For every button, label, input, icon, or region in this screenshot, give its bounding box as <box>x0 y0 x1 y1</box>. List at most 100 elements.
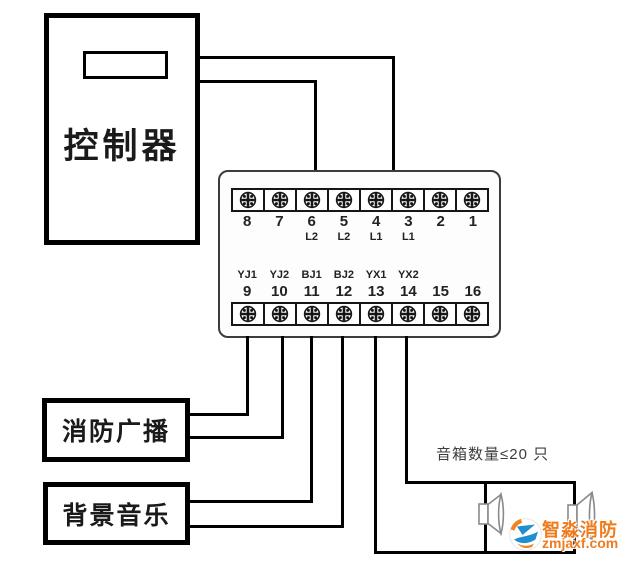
screw-icon <box>271 191 289 209</box>
wire-controller-l1-h <box>198 56 395 59</box>
terminal-sub-label <box>231 231 263 243</box>
terminal-num-label: 13 <box>367 283 385 300</box>
screw-icon <box>271 305 289 323</box>
terminal-sub-label: L2 <box>305 231 319 243</box>
terminal-num-label: 8 <box>242 213 252 230</box>
screw-icon <box>463 191 481 209</box>
terminal-cell-15 <box>423 304 455 324</box>
controller-label: 控制器 <box>63 127 181 166</box>
watermark-site-text: zmjaxf.com <box>542 535 619 551</box>
terminal-cell-11 <box>295 304 327 324</box>
wire-bj2-h <box>188 525 344 528</box>
terminal-num-label: 10 <box>271 283 288 300</box>
terminal-num-label: 14 <box>400 283 417 300</box>
terminal-sub-label <box>425 269 457 281</box>
terminal-cell-6 <box>295 190 327 210</box>
terminal-sub-label: YJ1 <box>237 269 257 281</box>
terminal-sub-label: L1 <box>369 231 383 243</box>
watermark-brand-text: 智淼消防 <box>542 520 618 540</box>
terminal-sub-label <box>457 231 489 243</box>
screw-icon <box>335 191 353 209</box>
terminal-cell-10 <box>263 304 295 324</box>
terminal-cell-1 <box>455 190 487 210</box>
fire-broadcast-box: 消防广播 <box>42 398 190 462</box>
terminal-sub-label: YX1 <box>365 269 387 281</box>
terminal-cell-14 <box>391 304 423 324</box>
terminal-sub-label: L2 <box>337 231 351 243</box>
wire-bj2-v <box>341 336 344 528</box>
controller-display-window <box>83 51 168 79</box>
terminal-num-label: 3 <box>404 213 413 230</box>
screw-icon <box>239 191 257 209</box>
wire-yj1-h <box>188 413 249 416</box>
terminal-sub-label: BJ2 <box>333 269 354 281</box>
terminal-num-label: 2 <box>436 213 445 230</box>
terminal-cell-2 <box>423 190 455 210</box>
wire-yx1-h <box>374 551 576 554</box>
wire-yj1-v <box>246 336 249 416</box>
wire-yj2-v <box>281 336 284 439</box>
wire-yj2-h <box>188 436 284 439</box>
terminal-num-label: 15 <box>432 283 449 300</box>
wire-yx2-h <box>405 481 576 484</box>
terminal-sub-label <box>263 231 295 243</box>
terminal-num-label: 6 <box>307 213 316 230</box>
screw-icon <box>367 191 385 209</box>
screw-icon <box>431 191 449 209</box>
wire-yx1-v <box>374 336 377 554</box>
terminal-cell-12 <box>327 304 359 324</box>
terminal-cell-7 <box>263 190 295 210</box>
screw-icon <box>463 305 481 323</box>
screw-icon <box>367 305 385 323</box>
terminal-sublabels-top: L2 L2 L1 L1 <box>231 231 489 243</box>
terminal-cell-8 <box>233 190 263 210</box>
wire-controller-l1-v <box>392 56 395 171</box>
terminal-sub-label <box>457 269 489 281</box>
screw-icon <box>399 191 417 209</box>
terminal-cell-13 <box>359 304 391 324</box>
speaker-icon <box>477 491 511 542</box>
terminal-sub-label: BJ1 <box>301 269 322 281</box>
terminal-num-label: 12 <box>335 283 353 300</box>
controller-box: 控制器 <box>44 13 200 245</box>
screw-icon <box>239 305 257 323</box>
wire-bj1-v <box>310 336 313 503</box>
background-music-label: 背景音乐 <box>62 501 171 530</box>
terminal-numbers-top: 8 7 6 5 4 3 2 1 <box>231 213 489 230</box>
screw-icon <box>303 191 321 209</box>
terminal-num-label: 4 <box>371 213 381 230</box>
screw-icon <box>303 305 321 323</box>
background-music-box: 背景音乐 <box>43 482 190 545</box>
terminal-strip-top <box>231 188 489 212</box>
fire-broadcast-label: 消防广播 <box>61 418 170 446</box>
wire-yx2-v <box>405 336 408 484</box>
terminal-num-label: 9 <box>242 283 252 300</box>
screw-icon <box>431 305 449 323</box>
watermark-logo-icon <box>509 518 542 556</box>
terminal-cell-5 <box>327 190 359 210</box>
screw-icon <box>399 305 417 323</box>
terminal-num-label: 1 <box>468 213 478 230</box>
terminal-sub-label: L1 <box>401 231 415 243</box>
wire-bj1-h <box>188 500 313 503</box>
terminal-cell-9 <box>233 304 263 324</box>
speaker-icon <box>566 488 604 549</box>
watermark: 智淼消防 zmjaxf.com <box>509 516 640 560</box>
terminal-num-label: 11 <box>303 283 320 300</box>
wire-controller-l2-v <box>314 80 317 171</box>
terminal-strip-bottom <box>231 302 489 326</box>
terminal-cell-16 <box>455 304 487 324</box>
speaker-count-note: 音箱数量≤20 只 <box>436 446 550 463</box>
terminal-numbers-bottom: 9 10 11 12 13 14 15 16 <box>231 283 489 300</box>
terminal-num-label: 5 <box>339 213 349 230</box>
terminal-num-label: 7 <box>275 213 284 230</box>
terminal-sub-label: YJ2 <box>269 269 290 281</box>
terminal-sub-label <box>425 231 457 243</box>
terminal-cell-3 <box>391 190 423 210</box>
screw-icon <box>335 305 353 323</box>
terminal-cell-4 <box>359 190 391 210</box>
terminal-num-label: 16 <box>464 283 482 300</box>
